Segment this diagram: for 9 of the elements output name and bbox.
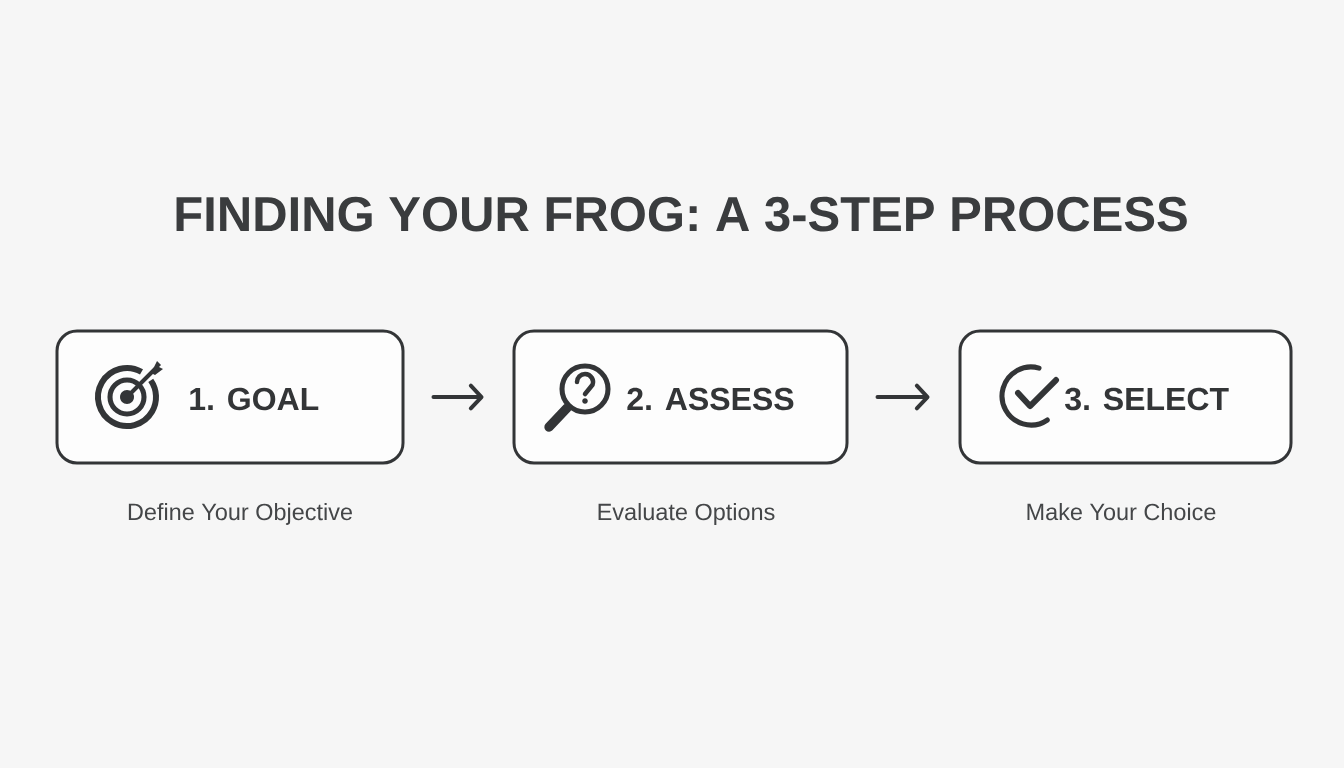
node-label: Evaluate Options bbox=[598, 503, 775, 525]
arrow bbox=[431, 383, 484, 411]
arrow bbox=[875, 383, 930, 411]
process-box: 2. ASSESS bbox=[512, 329, 849, 465]
title: FINDING YOUR FROG: A 3-STEP PROCESS bbox=[176, 196, 1187, 232]
node-label: Make Your Choice bbox=[1027, 503, 1216, 521]
process-box: 3. SELECT bbox=[958, 329, 1293, 465]
process-box: 1. GOAL bbox=[55, 329, 405, 465]
node-label: Define Your Objective bbox=[128, 503, 352, 525]
